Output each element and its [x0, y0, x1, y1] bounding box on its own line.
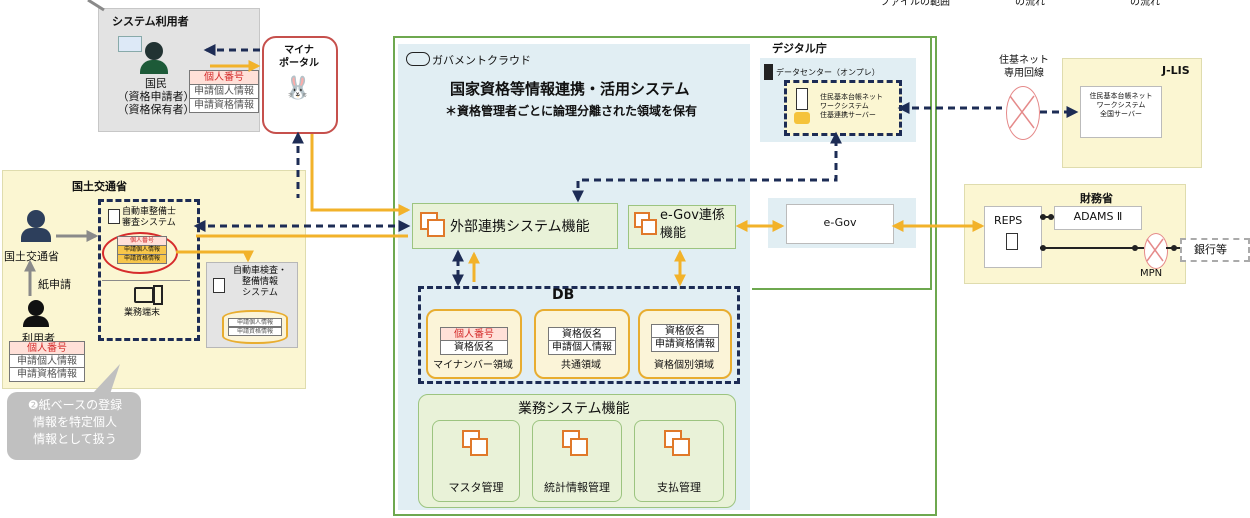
jlis-server-box[interactable] — [1080, 86, 1162, 138]
green-frame-top — [752, 36, 932, 38]
callout-tail — [92, 364, 120, 394]
connector — [87, 0, 105, 12]
tag-qualification-info: 申請資格情報 — [189, 98, 259, 113]
db-mynumber-pseudonym: 資格仮名 — [440, 340, 508, 355]
legend-fragment-b: の流れ — [1015, 0, 1045, 8]
db-common-label: 共通領域 — [561, 360, 601, 371]
connector — [1171, 245, 1177, 251]
module-payment-label: 支払管理 — [657, 481, 701, 494]
adams-label: ADAMS Ⅱ — [1073, 210, 1123, 223]
juki-server-label: 住民基本台帳ネット ワークシステム 住基連携サーバー — [820, 93, 883, 119]
adams-box[interactable] — [1054, 206, 1142, 230]
module-icon — [470, 438, 488, 456]
db-individual-qualification: 申請資格情報 — [651, 337, 719, 352]
db-mynumber-label: マイナンバー領域 — [433, 360, 513, 371]
connector — [176, 250, 254, 263]
db-common-personal: 申請個人情報 — [548, 340, 616, 355]
external-link-label: 外部連携システム機能 — [450, 219, 590, 235]
module-icon — [427, 219, 445, 237]
datacenter-label: データセンター（オンプレ） — [776, 68, 880, 77]
connector — [1048, 214, 1054, 220]
module-icon — [672, 438, 690, 456]
mpn-label: MPN — [1140, 268, 1163, 279]
person-icon — [145, 42, 163, 60]
egov-label: e-Gov — [823, 216, 857, 229]
review-tag-qualification: 申請資格情報 — [117, 254, 167, 264]
egov-box[interactable] — [786, 204, 894, 244]
building-icon — [764, 64, 773, 80]
officer-icon — [27, 210, 45, 228]
system-title: 国家資格等情報連携・活用システム — [450, 80, 690, 98]
user-icon — [28, 300, 44, 316]
bank-box[interactable] — [1180, 238, 1250, 262]
juki-net-label: 住基ネット 専用回線 — [999, 55, 1049, 79]
mascot-icon: 🐰 — [284, 76, 312, 101]
government-cloud-label: ガバメントクラウド — [432, 54, 531, 67]
mynaportal-box[interactable] — [262, 36, 338, 134]
callout-bubble — [7, 392, 141, 460]
module-icon — [641, 219, 657, 235]
connector — [572, 131, 842, 203]
server-icon — [796, 88, 808, 110]
legend-fragment-c: の流れ — [1130, 0, 1160, 8]
connector — [1040, 214, 1046, 220]
inspection-tag-qualification: 申請資格情報 — [228, 327, 282, 336]
review-system-box — [98, 199, 200, 341]
connector — [1146, 238, 1164, 262]
cloud-icon — [406, 52, 430, 66]
inspection-system-label: 自動車検査・ 整備情報 システム — [232, 266, 287, 298]
business-system-title: 業務システム機能 — [518, 401, 630, 417]
tower-icon — [153, 285, 163, 305]
egov-link-label: e-Gov連係 機能 — [660, 208, 725, 241]
db-icon — [794, 112, 810, 124]
connector — [1040, 245, 1046, 251]
db-individual-label: 資格個別領域 — [654, 360, 714, 371]
jlis-server-label: 住民基本台帳ネット ワークシステム 全国サーバー — [1089, 92, 1153, 118]
terminal-label: 業務端末 — [124, 308, 161, 318]
mlit-title: 国土交通省 — [72, 180, 127, 193]
green-frame-right — [930, 36, 932, 290]
module-icon — [570, 438, 588, 456]
person-body-icon — [140, 60, 168, 74]
db-common-pseudonym: 資格仮名 — [548, 327, 616, 342]
review-system-label: 自動車整備士 審査システム — [122, 207, 177, 228]
module-statistics-label: 統計情報管理 — [544, 481, 610, 494]
user-body-icon — [23, 316, 49, 327]
connector — [310, 134, 411, 216]
legend-fragment-a: ファイルの範囲 — [880, 0, 950, 8]
mof-title: 財務省 — [1080, 192, 1113, 205]
id-card-icon — [118, 36, 142, 52]
digital-agency-title: デジタル庁 — [772, 42, 827, 55]
callout-text: ❷紙ベースの登録 情報を特定個人 情報として扱う — [27, 398, 123, 446]
document-icon — [213, 278, 225, 293]
db-box — [418, 286, 740, 384]
document-icon — [108, 209, 120, 224]
connector — [1132, 245, 1138, 251]
jlis-title: J-LIS — [1162, 64, 1190, 77]
module-master-label: マスタ管理 — [448, 481, 504, 494]
server-icon — [1006, 233, 1018, 250]
connector — [1009, 95, 1035, 129]
system-note: ＊資格管理者ごとに論理分離された領域を保有 — [445, 104, 698, 118]
officer-label: 国土交通省 — [4, 250, 59, 263]
paper-application-label: 紙申請 — [38, 278, 71, 291]
green-frame-bottom — [752, 288, 932, 290]
bank-label: 銀行等 — [1194, 243, 1227, 256]
reps-label: REPS — [994, 214, 1023, 227]
officer-body-icon — [21, 228, 51, 242]
db-title: DB — [552, 287, 575, 303]
inspection-tag-personal: 申請個人情報 — [228, 318, 282, 327]
divider — [102, 280, 190, 281]
system-users-title: システム利用者 — [112, 15, 189, 28]
mynaportal-label: マイナ ポータル — [279, 45, 319, 69]
citizen-label: 国民 （資格申請者） （資格保有者） — [117, 77, 195, 116]
external-link-function[interactable] — [412, 203, 618, 249]
user-tag-qualification: 申請資格情報 — [9, 367, 85, 382]
